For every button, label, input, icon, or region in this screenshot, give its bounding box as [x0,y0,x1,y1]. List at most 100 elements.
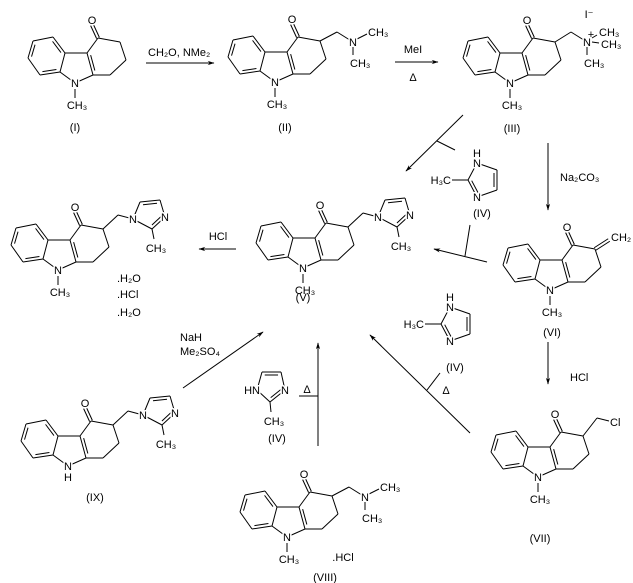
bond [112,410,129,426]
bond [271,525,288,538]
bond [298,506,306,530]
bond [67,457,87,467]
double-bond-line [24,427,29,440]
bond [476,189,498,198]
double-bond-line [73,241,79,258]
double-bond [553,419,561,433]
bond [79,435,87,459]
bond [35,223,49,241]
double-bond [292,23,300,37]
compound-label-VII: (VII) [530,533,551,545]
bond [151,216,166,230]
hydrate-line: .H₂O [117,307,141,319]
double-bond-line [52,41,62,53]
bond [132,218,153,230]
double-bond-line [318,239,324,256]
bond [537,468,557,478]
bond [79,420,92,437]
double-bond-line [151,216,162,226]
double-bond-line [505,463,520,467]
compound-label-II: (II) [278,122,291,134]
bond [42,258,59,271]
bond [514,278,536,283]
bond [502,264,516,283]
double-bond-line [35,228,45,240]
bond [117,214,134,220]
methyl-bond [151,228,155,240]
bond [502,465,524,470]
double-bond-line [252,40,262,52]
double-bond-line [477,69,492,73]
n-methyl: CH₃ [67,100,87,112]
bond [280,371,286,391]
bond [149,395,171,399]
bond [377,216,398,228]
double-bond-line [270,388,282,399]
bond [80,224,104,230]
reagent-text: Δ [303,384,311,396]
bond [244,490,266,496]
double-bond-line [25,256,40,260]
bond [396,214,411,228]
n-methyl: CH₃ [542,307,562,319]
double-bond-line [35,452,50,456]
oxygen-atom: O [71,202,80,214]
compound-labels: (I)(II)(III)(V)(VI)(VII)(VIII)(IX) [70,122,561,583]
bond [159,199,166,218]
bond [544,59,562,76]
bond [368,488,380,495]
reagent-text: Δ [442,385,450,397]
bond [476,162,498,171]
bond [59,52,66,73]
bond [449,306,471,315]
bond [255,225,262,244]
double-bond-line [487,41,497,53]
bond [314,237,322,261]
bond [161,412,176,426]
compound-label-IX: (IX) [86,492,104,504]
double-bond [90,25,98,39]
bond [27,40,34,59]
bond [495,430,517,436]
imidazole-nh-nitrogen: N [446,302,454,314]
hydrate-line: .H₂O [117,273,141,285]
bond [449,333,471,342]
double-bond [595,240,611,251]
bond [10,227,17,246]
bond [502,247,509,266]
double-bond-line [553,448,559,465]
imidazole-n3: N [473,192,481,204]
bond [239,494,246,513]
bond [302,259,322,269]
ammonium-nitrogen: N [583,37,591,49]
bond [92,246,110,263]
bond [252,35,266,53]
bond [347,226,355,246]
bond [490,451,504,470]
bond [142,414,163,426]
imidazole-methyl: CH₃ [156,439,176,451]
bond [20,423,27,442]
arrow-VII-to-V [369,334,471,434]
hydrate-line: .HCl [117,289,138,301]
ammonium-methyl: CH₃ [584,58,604,70]
double-bond-line [471,180,479,193]
double-bond-line [270,254,285,258]
compound-label-VIII: (VIII) [313,572,337,583]
n-methyl: CH₃ [295,285,315,297]
bond [522,446,529,467]
bond [515,430,529,448]
bond [337,244,355,261]
hydrate-annotation: .H₂O .HCl .H₂O [117,273,141,319]
bond [319,40,327,60]
bond [259,51,266,72]
n-methyl: CH₃ [50,287,70,299]
hcl-salt: .HCl [332,552,353,564]
bond [112,424,120,444]
arrow-IX-to-V [182,331,264,389]
